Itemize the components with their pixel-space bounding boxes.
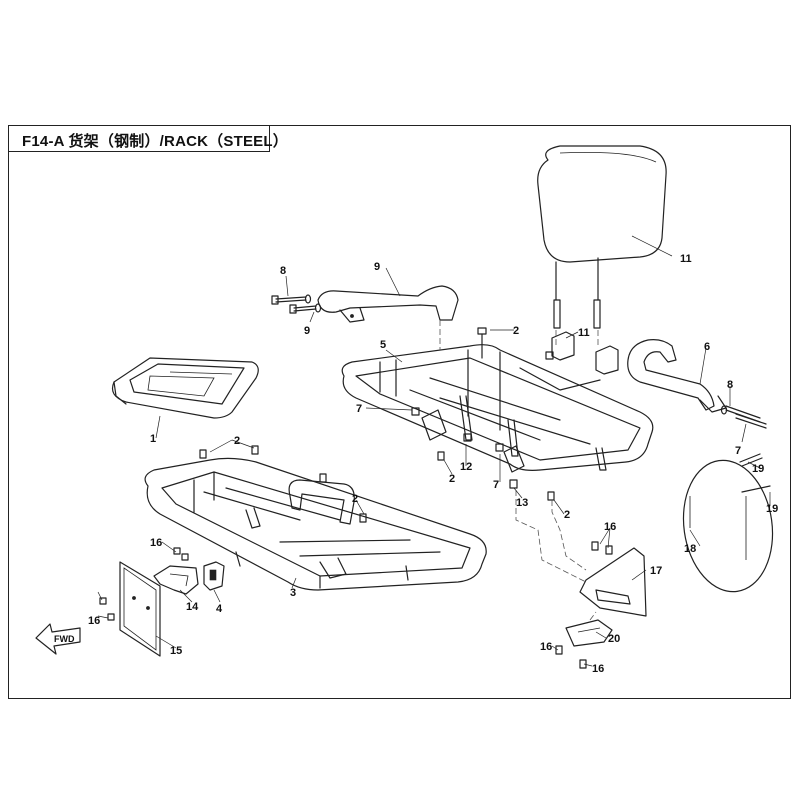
part-storage-tray bbox=[111, 357, 259, 419]
callout-3: 3 bbox=[290, 587, 296, 599]
callout-11-left: 12 bbox=[460, 461, 472, 473]
part-handle-right bbox=[627, 339, 767, 429]
bolts-left bbox=[271, 294, 322, 314]
part-handle-left bbox=[317, 285, 459, 323]
part-rear-rack bbox=[341, 344, 654, 473]
callout-7-right: 7 bbox=[493, 479, 499, 491]
leader-lines bbox=[97, 235, 771, 667]
callout-15: 15 bbox=[170, 645, 182, 657]
callout-6: 6 bbox=[704, 341, 710, 353]
screws-19 bbox=[739, 453, 771, 493]
part-reflector-18 bbox=[682, 459, 774, 593]
callout-2-rack-bottom: 2 bbox=[564, 509, 570, 521]
callout-9-left: 9 bbox=[304, 325, 310, 337]
callout-16-front: 16 bbox=[150, 537, 162, 549]
small-bolts bbox=[99, 327, 613, 669]
callout-9-right: 8 bbox=[727, 379, 733, 391]
assembly-lines bbox=[439, 320, 599, 621]
callout-16-low-left: 16 bbox=[540, 641, 552, 653]
title-box bbox=[8, 125, 270, 152]
callout-20: 20 bbox=[608, 633, 620, 645]
fwd-arrow-icon: FWD bbox=[35, 623, 81, 655]
part-bushings bbox=[551, 331, 619, 375]
callout-10: 9 bbox=[374, 261, 380, 273]
part-front-rack bbox=[144, 457, 487, 591]
callout-14: 14 bbox=[186, 601, 199, 613]
part-plate-17 bbox=[579, 547, 647, 617]
callout-8-right: 7 bbox=[735, 445, 741, 457]
callout-17: 17 bbox=[650, 565, 662, 577]
callout-2-rack-top: 2 bbox=[513, 325, 519, 337]
callout-16-bracket: 16 bbox=[604, 521, 616, 533]
callout-16-plate: 16 bbox=[88, 615, 100, 627]
callout-11-right: 13 bbox=[516, 497, 528, 509]
callout-19-top: 19 bbox=[752, 463, 764, 475]
callout-7-left: 7 bbox=[356, 403, 362, 415]
callout-12: 11 bbox=[680, 253, 692, 265]
callout-2-front-right: 2 bbox=[352, 493, 358, 505]
diagram-frame bbox=[8, 125, 791, 699]
callout-16-low-right: 16 bbox=[592, 663, 604, 675]
callout-2-rack-mid: 2 bbox=[449, 473, 455, 485]
callout-4: 4 bbox=[216, 603, 223, 615]
callout-19-bottom: 19 bbox=[766, 503, 778, 515]
callout-13: 11 bbox=[578, 327, 590, 339]
callout-2-front-top: 2 bbox=[234, 435, 240, 447]
part-license-plate bbox=[119, 561, 161, 657]
callout-18: 18 bbox=[684, 543, 696, 555]
callout-8-left: 8 bbox=[280, 265, 286, 277]
callout-1: 1 bbox=[150, 433, 156, 445]
page-title: F14-A 货架（钢制）/RACK（STEEL） bbox=[22, 133, 288, 150]
fwd-label: FWD bbox=[54, 634, 75, 644]
part-bracket-14 bbox=[153, 565, 199, 595]
callout-5: 5 bbox=[380, 339, 386, 351]
part-bracket-20 bbox=[565, 619, 613, 647]
part-backrest bbox=[537, 145, 667, 329]
part-clip-4 bbox=[203, 561, 225, 591]
callout-labels: 11 9 8 9 2 11 5 6 8 7 7 2 12 7 13 2 1 2 … bbox=[88, 253, 778, 675]
